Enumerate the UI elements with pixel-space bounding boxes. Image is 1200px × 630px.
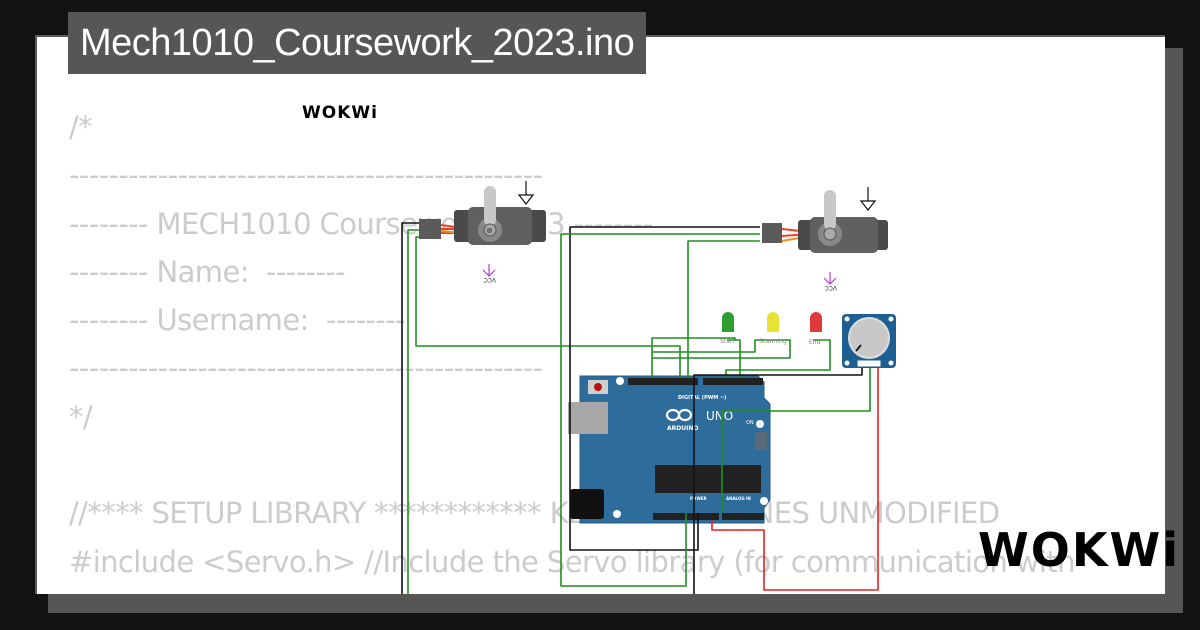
potentiometer[interactable] [842,314,896,368]
ground-symbol-1 [517,181,535,205]
svg-text:VCC: VCC [484,276,496,283]
code-line: Servo servo_ardr_front; //Create the Ser… [69,593,752,594]
code-line: /* [69,110,93,144]
svg-text:End: End [809,339,821,346]
atmega-chip [655,465,761,493]
window-title: Mech1010_Coursework_2023.ino [68,12,647,74]
analog-label: ANALOG IN [726,496,751,501]
code-line: -------- Username: -------- [69,303,405,338]
code-line: ----------------------------------------… [69,158,543,193]
led-start[interactable]: Start [720,312,735,345]
code-line: //**** SETUP LIBRARY ************ KEEP T… [69,496,1000,531]
servo-motor-1[interactable]: ⊗ [419,186,546,245]
code-line: */ [69,399,93,434]
led-end[interactable]: End [809,312,822,346]
power-jack [570,489,604,519]
usb-port [568,402,608,434]
code-preview: /* -------------------------------------… [69,103,1076,594]
code-line: -------- Name: -------- [69,254,346,289]
ground-symbol-2 [859,187,877,211]
svg-text:Scanning: Scanning [759,338,787,345]
arduino-uno-board[interactable]: DIGITAL (PWM ~) ARDUINO UNO ON POWER ANA… [568,375,771,524]
servo-x-icon: ⊗ [486,226,493,235]
wokwi-logo-large: WOKWi [978,523,1180,577]
preview-card: /* -------------------------------------… [35,35,1165,594]
analog-header [722,513,764,520]
digital-header-1 [628,378,698,385]
led-scanning[interactable]: Scanning [759,312,787,345]
servo-motor-2[interactable] [762,190,888,253]
code-line: #include <Servo.h> //Include the Servo l… [69,544,1076,579]
wokwi-logo-small: WOKWi [302,103,378,123]
vcc-symbol-2: VCC [823,272,837,291]
svg-text:Start: Start [720,338,735,345]
svg-text:VCC: VCC [825,284,837,291]
arduino-model: UNO [706,409,733,423]
digital-label: DIGITAL (PWM ~) [678,395,726,401]
arduino-brand: ARDUINO [667,425,698,432]
vcc-symbol-1: VCC [482,264,496,283]
power-label: POWER [690,496,707,501]
digital-header-2 [703,378,763,385]
on-label: ON [746,420,754,426]
code-line: ----------------------------------------… [69,351,543,386]
arduino-infinity-logo [665,408,693,422]
